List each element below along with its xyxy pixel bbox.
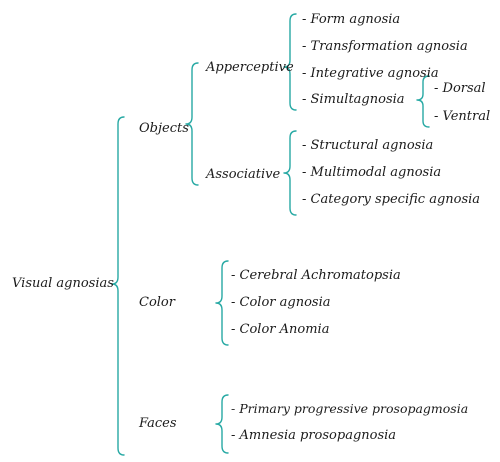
associative-brace bbox=[283, 130, 297, 216]
apperceptive-label: Apperceptive bbox=[206, 60, 294, 75]
associative-item-structural-agnosia: - Structural agnosia bbox=[302, 138, 434, 153]
faces-item-primary-progressive-prosopagmosia: - Primary progressive prosopagmosia bbox=[231, 401, 469, 416]
associative-label: Associative bbox=[206, 167, 281, 182]
objects-label: Objects bbox=[139, 121, 189, 136]
simultagnosia-type-ventral: - Ventral bbox=[434, 109, 491, 124]
color-item-color-agnosia: - Color agnosia bbox=[231, 295, 331, 310]
color-brace bbox=[215, 260, 229, 346]
simultagnosia-type-dorsal: - Dorsal bbox=[434, 81, 486, 96]
apperceptive-item-simultagnosia: - Simultagnosia bbox=[302, 92, 405, 107]
color-label: Color bbox=[139, 295, 175, 310]
root-brace bbox=[111, 116, 125, 456]
root-label: Visual agnosias bbox=[12, 276, 114, 291]
simultagnosia-brace bbox=[416, 75, 430, 128]
faces-brace bbox=[215, 394, 229, 454]
associative-item-multimodal-agnosia: - Multimodal agnosia bbox=[302, 165, 442, 180]
apperceptive-item-form-agnosia: - Form agnosia bbox=[302, 12, 401, 27]
color-item-color-anomia: - Color Anomia bbox=[231, 322, 330, 337]
apperceptive-brace bbox=[283, 13, 297, 111]
faces-item-amnesia-prosopagnosia: - Amnesia prosopagnosia bbox=[231, 428, 397, 443]
faces-label: Faces bbox=[139, 416, 177, 431]
objects-brace bbox=[185, 62, 199, 186]
associative-item-category-specific-agnosia: - Category specific agnosia bbox=[302, 192, 481, 207]
apperceptive-item-transformation-agnosia: - Transformation agnosia bbox=[302, 39, 468, 54]
color-item-cerebral-achromatopsia: - Cerebral Achromatopsia bbox=[231, 268, 401, 283]
apperceptive-item-integrative-agnosia: - Integrative agnosia bbox=[302, 66, 439, 81]
